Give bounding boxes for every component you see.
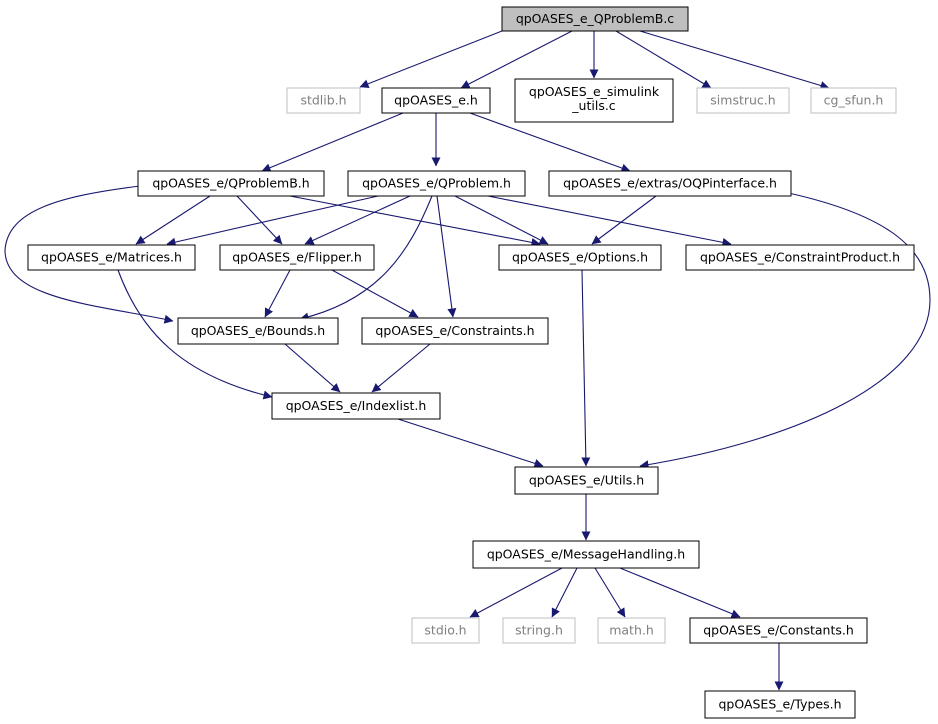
node-label: qpOASES_e/Constraints.h [375,323,534,338]
edge-qproblem-h-to-constraintproduct-h [487,195,732,247]
edge-qproblemb-h-to-matrices-h [135,195,211,245]
edge-indexlist-h-to-utils-h [397,418,544,468]
edge-qproblem-h-to-constraints-h [436,195,457,318]
edge-oqpinterface-h-to-options-h [591,195,657,245]
nodes: qpOASES_e_QProblemB.c stdlib.h qpOASES_e… [27,6,915,719]
node-qpoases-e-qproblem-h[interactable]: qpOASES_e/QProblem.h [347,170,526,197]
node-simstruc-h[interactable]: simstruc.h [696,87,790,114]
edge-messagehandling-h-to-constants-h [619,567,741,618]
node-label: math.h [609,623,654,638]
edge-qproblem-h-to-bounds-h [299,195,433,322]
node-qpoases-e-utils-h[interactable]: qpOASES_e/Utils.h [514,466,659,495]
node-label: qpOASES_e/Matrices.h [41,250,182,265]
node-qpoases-e-h[interactable]: qpOASES_e.h [381,87,491,114]
edge-qproblem-h-to-options-h [454,195,549,245]
edge-bounds-h-to-indexlist-h [284,343,341,393]
node-stdlib-h[interactable]: stdlib.h [286,87,361,114]
node-qpoases-e-qproblemb-c[interactable]: qpOASES_e_QProblemB.c [501,6,689,32]
edge-qproblem-h-to-flipper-h [304,195,411,245]
node-label: stdlib.h [300,93,346,108]
node-label: simstruc.h [710,93,775,108]
node-cg-sfun-h[interactable]: cg_sfun.h [810,87,897,114]
node-label: string.h [515,623,563,638]
node-qpoases-e-types-h[interactable]: qpOASES_e/Types.h [704,690,856,719]
node-label: qpOASES_e/Utils.h [529,473,644,488]
node-label: qpOASES_e/Bounds.h [191,323,325,338]
node-qpoases-e-bounds-h[interactable]: qpOASES_e/Bounds.h [177,317,339,345]
node-qpoases-e-constraintproduct-h[interactable]: qpOASES_e/ConstraintProduct.h [685,244,915,271]
node-qpoases-e-options-h[interactable]: qpOASES_e/Options.h [498,244,662,271]
node-qpoases-e-indexlist-h[interactable]: qpOASES_e/Indexlist.h [271,392,441,420]
node-label: qpOASES_e/Flipper.h [232,250,362,265]
edge-root-to-cg-sfun [639,30,830,90]
edge-root-to-stdlib [359,30,503,89]
edge-constraints-h-to-indexlist-h [371,343,431,393]
node-label: qpOASES_e/MessageHandling.h [487,547,685,562]
node-label: qpOASES_e/Constants.h [703,623,854,638]
node-string-h[interactable]: string.h [502,617,576,644]
node-qpoases-e-simulink-utils-c[interactable]: qpOASES_e_simulink_utils.c [514,78,674,123]
node-label: qpOASES_e_QProblemB.c [516,11,674,26]
node-qpoases-e-matrices-h[interactable]: qpOASES_e/Matrices.h [27,244,196,271]
edge-root-to-simstruc [615,30,712,89]
edge-qproblemb-h-to-bounds-h [4,185,174,324]
edge-root-to-qpoases-e-h [460,30,573,89]
edges [4,30,931,691]
node-label: qpOASES_e/QProblem.h [362,176,511,191]
node-qpoases-e-constraints-h[interactable]: qpOASES_e/Constraints.h [361,317,549,345]
node-label: cg_sfun.h [824,93,884,108]
node-label: qpOASES_e.h [394,93,478,108]
node-label: qpOASES_e/Options.h [512,250,648,265]
edge-flipper-h-to-bounds-h [264,269,291,318]
node-stdio-h[interactable]: stdio.h [411,617,480,644]
node-qpoases-e-extras-oqpinterface-h[interactable]: qpOASES_e/extras/OQPinterface.h [548,170,792,197]
edge-qpoases-e-h-to-oqpinterface-h [469,112,631,173]
edge-qproblemb-h-to-options-h [289,195,541,247]
edge-messagehandling-h-to-string [551,567,578,618]
node-label: qpOASES_e/extras/OQPinterface.h [563,176,777,191]
edge-messagehandling-h-to-math [594,567,626,618]
node-qpoases-e-qproblemb-h[interactable]: qpOASES_e/QProblemB.h [137,170,325,197]
node-math-h[interactable]: math.h [597,617,666,644]
node-label: qpOASES_e_simulink_utils.c [529,84,660,113]
node-qpoases-e-constants-h[interactable]: qpOASES_e/Constants.h [689,617,868,644]
node-label: qpOASES_e/Types.h [718,697,841,712]
edge-messagehandling-h-to-stdio [469,567,563,618]
edge-options-h-to-utils-h [581,269,591,467]
node-qpoases-e-messagehandling-h[interactable]: qpOASES_e/MessageHandling.h [472,540,700,569]
edge-qproblem-h-to-matrices-h [166,195,379,247]
edge-qproblemb-h-to-flipper-h [236,195,283,245]
edge-qpoases-e-h-to-qproblemb-h [261,112,404,172]
edge-flipper-h-to-constraints-h [331,269,419,318]
edge-matrices-h-to-indexlist-h [117,269,273,400]
node-label: stdio.h [424,623,466,638]
node-label: qpOASES_e/ConstraintProduct.h [700,250,900,265]
node-label: qpOASES_e/Indexlist.h [286,398,427,413]
node-label: qpOASES_e/QProblemB.h [152,176,309,191]
edge-oqpinterface-h-to-utils-h [639,191,931,470]
node-qpoases-e-flipper-h[interactable]: qpOASES_e/Flipper.h [219,244,375,271]
